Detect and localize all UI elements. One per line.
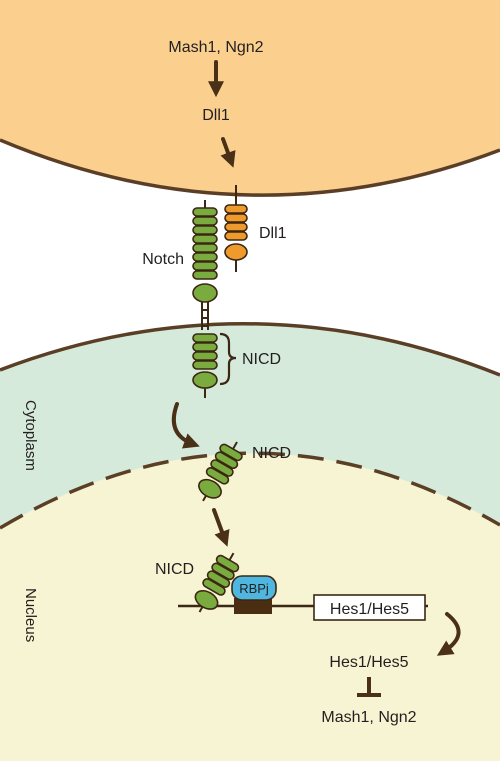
- dll1-ligand: [224, 185, 248, 272]
- rbpj-label: RBPj: [239, 581, 269, 596]
- signal-sending-membrane: [0, 138, 500, 197]
- nicd-cytoplasm: [198, 441, 243, 502]
- nuclear-import-arrow: [212, 508, 230, 547]
- rbpj-protein: [231, 575, 277, 601]
- nuclear-envelope: [0, 451, 500, 530]
- cleavage-arrow: [171, 402, 200, 449]
- notch-label: Notch: [142, 251, 184, 268]
- nucleus-label: Nucleus: [22, 588, 39, 642]
- dll1-membrane-label: Dll1: [259, 225, 287, 242]
- signal-sending-cell: [0, 0, 500, 196]
- cytoplasm-label: Cytoplasm: [22, 400, 39, 471]
- nicd-membrane-label: NICD: [242, 351, 281, 368]
- nicd-cytoplasm-label: NICD: [252, 445, 291, 462]
- nicd-nucleus-label: NICD: [155, 561, 194, 578]
- rbpj-binding-site: [234, 598, 272, 614]
- nicd-nucleus: [194, 552, 240, 613]
- hes-gene-label: Hes1/Hes5: [330, 601, 409, 618]
- top-gene-label: Mash1, Ngn2: [168, 39, 263, 56]
- hes-product-label: Hes1/Hes5: [329, 654, 408, 671]
- hes-gene-box: [313, 594, 426, 621]
- dll1-to-membrane-arrow: [220, 137, 236, 168]
- notch-receptor: [192, 200, 218, 398]
- repressed-genes-label: Mash1, Ngn2: [321, 709, 416, 726]
- receiving-cell-membrane: [0, 321, 500, 377]
- expression-arrow: [436, 612, 461, 656]
- nicd-bracket: [219, 332, 237, 386]
- top-dll1-label: Dll1: [202, 107, 230, 124]
